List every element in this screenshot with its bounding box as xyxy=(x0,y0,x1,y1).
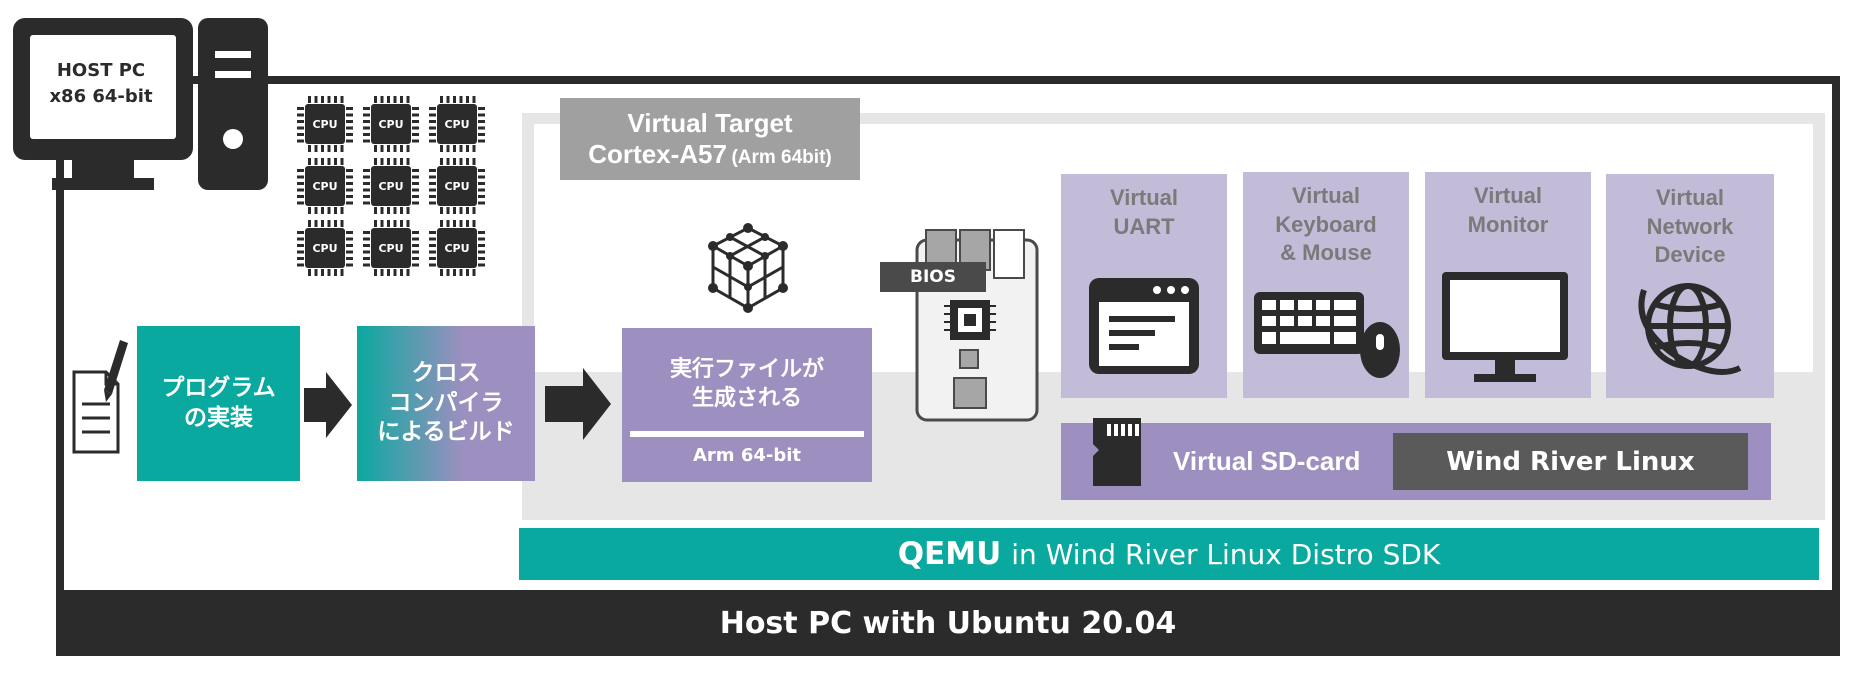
cpu-chip-icon: CPU xyxy=(429,220,485,276)
cpu-chip-icon: CPU xyxy=(363,220,419,276)
cpu-chip-icon: CPU xyxy=(297,96,353,152)
flow-step-implement: プログラム の実装 xyxy=(137,326,300,481)
cube-network-icon xyxy=(708,223,788,313)
wind-river-linux-label: Wind River Linux xyxy=(1446,446,1695,477)
host-pc-label: HOST PC x86 64-bit xyxy=(30,58,172,110)
flow-step-executable-label: 実行ファイルが 生成される xyxy=(669,357,824,411)
virtual-target-label: Virtual Target Cortex-A57 (Arm 64bit) xyxy=(560,98,860,180)
cpu-chip-icon: CPU xyxy=(297,158,353,214)
host-pc-icon xyxy=(13,18,268,190)
flow-step-cross-compile: クロス コンパイラ によるビルド xyxy=(357,326,535,481)
host-os-label: Host PC with Ubuntu 20.04 xyxy=(719,605,1177,641)
cpu-chip-label: CPU xyxy=(444,180,469,193)
cpu-chip-icon: CPU xyxy=(297,220,353,276)
device-label: Virtual UART xyxy=(1109,185,1179,239)
monitor-icon xyxy=(1442,272,1568,382)
virtual-sdcard-bar: Virtual SD-card Wind River Linux xyxy=(1061,418,1771,500)
document-pen-icon xyxy=(72,340,128,454)
sd-card-icon xyxy=(1093,418,1141,486)
host-os-bar: Host PC with Ubuntu 20.04 xyxy=(56,590,1840,656)
cpu-chip-icon: CPU xyxy=(363,96,419,152)
cpu-chip-label: CPU xyxy=(378,242,403,255)
flow-step-cross-compile-label: クロス コンパイラ によるビルド xyxy=(377,359,515,446)
flow-step-executable: 実行ファイルが 生成される Arm 64-bit xyxy=(622,328,872,482)
keyboard-mouse-icon xyxy=(1254,292,1400,378)
cpu-chip-label: CPU xyxy=(444,242,469,255)
board-icon xyxy=(915,229,1039,422)
cpu-grid: CPU CPU CPU CPU CPU CPU CPU CPU CPU xyxy=(296,95,491,280)
device-label: Virtual Network Device xyxy=(1646,185,1734,268)
virtual-target-title: Virtual Target xyxy=(627,108,793,138)
device-label: Virtual Monitor xyxy=(1467,183,1549,237)
cpu-chip-icon: CPU xyxy=(429,158,485,214)
host-pc-arch: x86 64-bit xyxy=(49,86,153,108)
cpu-chip-label: CPU xyxy=(444,118,469,131)
arrow-right-icon xyxy=(304,372,352,438)
flow-step-implement-label: プログラム の実装 xyxy=(161,374,276,431)
virtual-target-cpu: Cortex-A57 xyxy=(588,139,727,170)
qemu-desc: in Wind River Linux Distro SDK xyxy=(1011,537,1441,571)
virtual-target-arch: (Arm 64bit) xyxy=(731,147,832,169)
terminal-window-icon xyxy=(1089,278,1199,374)
cpu-chip-icon: CPU xyxy=(429,96,485,152)
arrow-right-icon xyxy=(545,368,611,440)
cpu-chip-icon: CPU xyxy=(363,158,419,214)
executable-arch: Arm 64-bit xyxy=(692,445,801,466)
cpu-chip-label: CPU xyxy=(312,180,337,193)
bios-label: BIOS xyxy=(880,262,986,292)
qemu-name: QEMU xyxy=(897,536,1002,572)
cpu-chip-label: CPU xyxy=(378,118,403,131)
qemu-bar: QEMU in Wind River Linux Distro SDK xyxy=(519,528,1819,580)
device-label: Virtual Keyboard & Mouse xyxy=(1275,183,1377,266)
globe-network-icon xyxy=(1638,283,1742,375)
host-pc-name: HOST PC xyxy=(56,60,146,81)
executable-divider xyxy=(630,431,864,437)
cpu-chip-label: CPU xyxy=(312,118,337,131)
virtual-sdcard-label: Virtual SD-card xyxy=(1173,446,1361,476)
cpu-chip-label: CPU xyxy=(312,242,337,255)
wind-river-linux-box: Wind River Linux xyxy=(1393,433,1748,490)
cpu-chip-label: CPU xyxy=(378,180,403,193)
